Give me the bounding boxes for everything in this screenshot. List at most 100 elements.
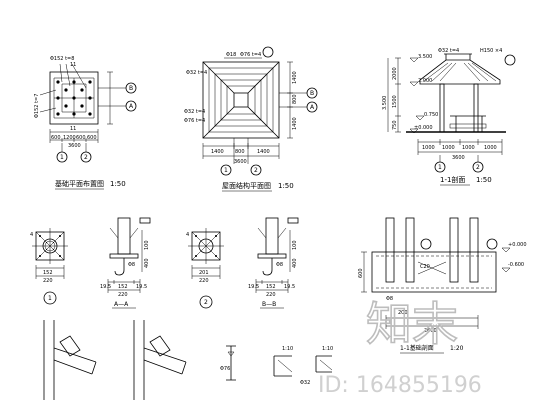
- roof-plan: Φ18 Φ76 t=4 Φ32 t=4 Φ32 t=4 Φ76 t=4 1400…: [184, 46, 318, 192]
- roof-axis-1: [220, 164, 232, 176]
- joint-label-1: 1:10: [322, 346, 333, 352]
- detail-BB: 100 400 Φ8 19.5 152 19.5 220 B—B: [248, 217, 299, 309]
- foundation-note-0: C20: [420, 264, 430, 270]
- foundation-section-marker-right: [486, 238, 498, 250]
- foundation-dim-2: 2600: [424, 328, 437, 334]
- detail-AA-column: [117, 217, 131, 255]
- foundation-axis-B-label: B: [129, 85, 133, 92]
- section-1-1: Φ32 t=4 H150 ×4 3.500 2.000 0.750 ±0.000…: [382, 48, 516, 186]
- foundation-axis-2-label: 2: [84, 154, 88, 161]
- roof-note-left-0: Φ32 t=4: [186, 70, 207, 76]
- section-scale: 1:50: [476, 176, 492, 184]
- joint-note-1: Φ32: [300, 380, 310, 386]
- section-note-1: H150 ×4: [480, 48, 502, 54]
- roof-axis-A-label: A: [310, 104, 315, 111]
- roof-axis-B: [306, 87, 318, 99]
- foundation-plan-title: 基础平面布置图: [55, 179, 104, 188]
- detail-BB-anchor: [262, 269, 273, 276]
- foundation-column-4: [469, 217, 479, 283]
- roof-plan-outline: [202, 61, 280, 139]
- section-level-0: 3.500: [418, 54, 432, 60]
- section-dim-bottom-3: 1000: [484, 145, 497, 151]
- foundation-column-2: [405, 217, 415, 283]
- foundation-dim-row-2: 600: [76, 135, 86, 141]
- section-axis-2: [472, 161, 484, 173]
- section-level-1: 2.000: [418, 78, 432, 84]
- joint-2-column: [133, 320, 145, 400]
- roof-note-left-2: Φ76 t=4: [184, 118, 205, 124]
- foundation-plan-top-note: Φ152 t=8: [50, 56, 74, 62]
- roof-note-left-1: Φ32 t=4: [184, 109, 205, 115]
- foundation-section-marker-left: [420, 238, 432, 250]
- section-dim-bottom-0: 1000: [422, 145, 435, 151]
- detail-AA: 100 400 Φ8 19.5 152 19.5 220 A—A: [100, 217, 151, 309]
- section-dim-total: 3600: [452, 155, 465, 161]
- roof-axis-1-label: 1: [224, 167, 228, 174]
- roof-plan-title: 屋面结构平面图: [222, 181, 271, 190]
- foundation-plan-outline: [49, 71, 99, 125]
- foundation-dim-1: 200: [398, 310, 408, 316]
- joint-label-0: 1:10: [282, 346, 293, 352]
- section-column-right: [473, 83, 479, 133]
- detail-AA-label: A—A: [114, 301, 129, 308]
- foundation-dim-total: 3600: [68, 143, 81, 149]
- detail-BB-dim-1: 152: [266, 284, 276, 290]
- detail-BB-vdim-0: 100: [292, 240, 298, 250]
- foundation-plan: Φ152 t=8 11 Φ152 t=7 11 600 1200 600 600…: [34, 56, 137, 190]
- foundation-column-3: [449, 217, 459, 283]
- section-dim-left-0: 2000: [392, 67, 398, 80]
- detail-BB-column: [265, 217, 279, 255]
- section-dim-bottom-1: 1000: [442, 145, 455, 151]
- detail-1-dim-1: 220: [43, 278, 53, 284]
- foundation-level-0: +0.000: [508, 242, 527, 248]
- detail-1-label-circle: [43, 291, 57, 305]
- detail-BB-note-0: Φ8: [276, 262, 283, 268]
- detail-2-label-circle: [199, 295, 213, 309]
- detail-AA-anchor: [114, 269, 125, 276]
- roof-axis-2-label: 2: [254, 167, 258, 174]
- detail-BB-label: B—B: [262, 301, 276, 308]
- roof-dim-right-2: 1400: [292, 117, 298, 130]
- detail-2-note: 4: [186, 232, 189, 238]
- detail-BB-dim-2: 19.5: [284, 284, 295, 290]
- section-axis-1-label: 1: [438, 164, 442, 171]
- roof-note-top-1: Φ76 t=4: [240, 52, 261, 58]
- section-axis-1: [434, 161, 446, 173]
- foundation-axis-B: [125, 82, 137, 94]
- roof-axis-A: [306, 101, 318, 113]
- foundation-axis-2: [80, 151, 92, 163]
- foundation-dim-bottom: 11: [70, 126, 76, 132]
- detail-1-label: 1: [48, 295, 52, 302]
- roof-dim-bottom-0: 1400: [211, 149, 224, 155]
- detail-BB-dim-0: 19.5: [248, 284, 259, 290]
- joint-bolt-2: [273, 355, 292, 377]
- detail-1-dim-0: 152: [43, 270, 53, 276]
- detail-1-note: 4: [30, 232, 33, 238]
- foundation-level-1: -0.600: [508, 262, 524, 268]
- roof-dim-bottom-1: 800: [235, 149, 245, 155]
- foundation-plan-scale: 1:50: [110, 180, 126, 188]
- joint-1-plate: [59, 335, 81, 357]
- section-title: 1-1剖面: [440, 175, 465, 184]
- foundation-axis-A: [125, 100, 137, 112]
- foundation-dim-row-3: 600: [87, 135, 97, 141]
- foundation-note-1: Φ8: [386, 296, 393, 302]
- foundation-dim-row-1: 1200: [63, 135, 76, 141]
- foundation-beam: [371, 251, 497, 293]
- roof-axis-B-label: B: [310, 90, 314, 97]
- section-dim-left-1: 1500: [392, 95, 398, 108]
- section-axis-2-label: 2: [476, 164, 480, 171]
- section-note-0: Φ32 t=4: [438, 48, 459, 54]
- detail-AA-note-0: Φ8: [128, 262, 135, 268]
- detail-AA-dim-bottom: 220: [118, 292, 128, 298]
- joint-1-column: [43, 320, 55, 400]
- roof-axis-2: [250, 164, 262, 176]
- detail-AA-vdim-1: 400: [144, 258, 150, 268]
- foundation-axis-1-label: 1: [60, 154, 64, 161]
- detail-2-dim-0: 201: [199, 270, 209, 276]
- joint-note-0: Φ76: [220, 366, 230, 372]
- detail-2-label: 2: [204, 299, 208, 306]
- detail-2-dim-1: 220: [199, 278, 209, 284]
- detail-AA-dim-0: 19.5: [100, 284, 111, 290]
